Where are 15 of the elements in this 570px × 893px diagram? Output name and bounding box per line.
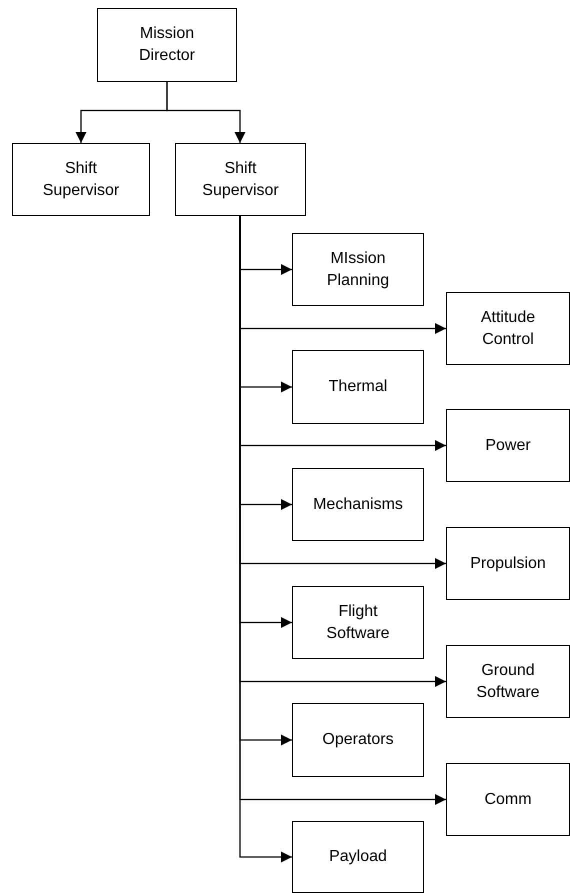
org-box: Mission Director	[97, 8, 237, 82]
org-box: Mechanisms	[292, 468, 424, 541]
org-box: MIssion Planning	[292, 233, 424, 306]
org-box: Flight Software	[292, 586, 424, 659]
org-box: Propulsion	[446, 527, 570, 600]
org-box: Shift Supervisor	[12, 143, 150, 216]
org-box: Operators	[292, 703, 424, 777]
org-box: Ground Software	[446, 645, 570, 718]
org-box: Thermal	[292, 350, 424, 424]
org-box: Attitude Control	[446, 292, 570, 365]
org-box: Shift Supervisor	[175, 143, 306, 216]
arrow	[166, 82, 246, 143]
org-box: Comm	[446, 763, 570, 836]
org-box: Power	[446, 409, 570, 482]
org-box: Payload	[292, 821, 424, 893]
